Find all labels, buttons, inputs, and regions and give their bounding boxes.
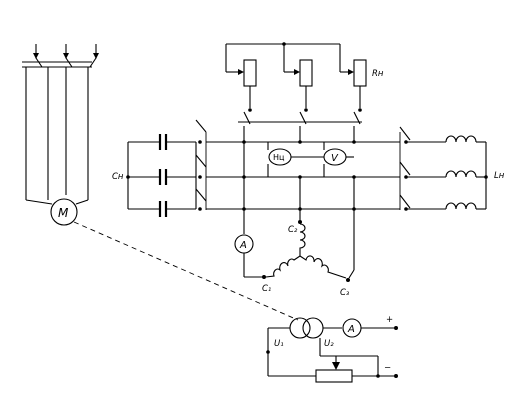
terminal-c2-label: C₂ — [288, 225, 298, 235]
frequency-meter-label: Нц — [273, 153, 285, 162]
load-resistors: Rн — [225, 42, 384, 112]
minus-sign: − — [384, 363, 391, 373]
excitation-circuit: A + U₁ U₂ − — [266, 315, 398, 383]
bus-bars — [198, 140, 400, 211]
terminal-c3-label: C₃ — [340, 288, 350, 298]
capacitor-bank-label: Cн — [112, 172, 124, 182]
excitation-ammeter-label: A — [347, 324, 355, 335]
motor-symbol: M — [50, 198, 78, 226]
plus-sign: + — [386, 315, 393, 325]
load-inductors-label: Lн — [494, 171, 505, 181]
load-inductors: Lн — [406, 135, 505, 210]
voltmeter: V — [323, 142, 347, 177]
capacitor-bank: Cн — [112, 134, 196, 217]
motor-label: M — [58, 206, 69, 220]
frequency-meter: Нц — [267, 142, 292, 177]
load-resistors-label: Rн — [372, 69, 384, 79]
load-switch — [238, 111, 362, 142]
left-switch — [195, 119, 207, 210]
mechanical-coupling-line — [73, 221, 299, 321]
terminal-u2-label: U₂ — [324, 339, 334, 349]
generator-stator: A C₁ C₂ C₃ — [234, 142, 355, 298]
stator-ammeter-label: A — [239, 240, 247, 251]
motor-supply — [22, 44, 99, 205]
terminal-c1-label: C₁ — [262, 284, 271, 294]
terminal-u1-label: U₁ — [274, 339, 284, 349]
right-switch — [399, 126, 411, 211]
voltmeter-label: V — [331, 153, 339, 164]
